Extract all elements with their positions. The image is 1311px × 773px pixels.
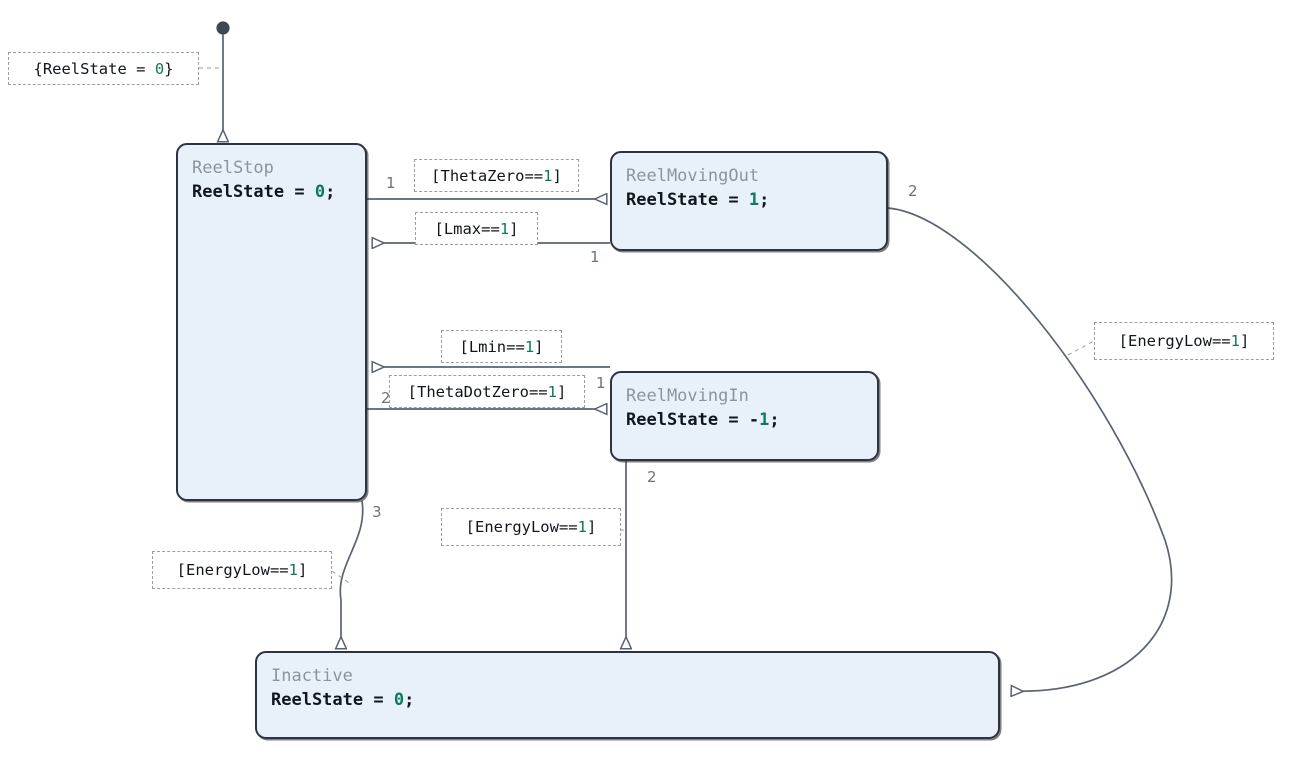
label-out-to-inactive-suffix: ] xyxy=(1239,332,1250,350)
order-stop-to-in: 2 xyxy=(381,389,391,407)
default-transition-junction xyxy=(216,21,230,35)
state-inactive-action-value: 0 xyxy=(393,690,405,710)
out-to-inactive-label-leader xyxy=(1067,340,1095,356)
state-reelmovingout-name: ReelMovingOut xyxy=(626,166,760,186)
label-default-value: 0 xyxy=(154,59,165,78)
label-stop-to-out-prefix: [ThetaZero== xyxy=(431,166,544,185)
label-stop-to-inactive-value: 1 xyxy=(288,561,298,579)
state-reelmovingin-action-suffix: ; xyxy=(769,410,780,430)
state-reelstop-action-prefix: ReelState = xyxy=(192,182,315,202)
label-stop-to-out-value: 1 xyxy=(543,166,553,185)
label-stop-to-in-value: 1 xyxy=(547,382,557,401)
state-reelmovingin[interactable]: ReelMovingIn ReelState = -1; xyxy=(610,371,879,461)
state-reelmovingin-action: ReelState = -1; xyxy=(626,408,863,433)
transition-out-to-inactive-arrow xyxy=(887,207,1173,691)
state-reelstop-action-suffix: ; xyxy=(325,182,336,202)
label-in-to-inactive[interactable]: [EnergyLow==1] xyxy=(441,508,621,546)
label-in-to-stop[interactable]: [Lmin==1] xyxy=(441,330,562,363)
label-in-to-stop-prefix: [Lmin== xyxy=(459,337,525,356)
state-inactive[interactable]: Inactive ReelState = 0; xyxy=(255,651,1000,739)
order-in-to-stop: 1 xyxy=(596,374,606,392)
label-out-to-stop[interactable]: [Lmax==1] xyxy=(415,212,538,245)
state-reelmovingout[interactable]: ReelMovingOut ReelState = 1; xyxy=(610,151,888,251)
state-reelmovingout-action-value: 1 xyxy=(748,190,760,210)
state-reelstop[interactable]: ReelStop ReelState = 0; xyxy=(176,143,367,501)
label-out-to-inactive-prefix: [EnergyLow== xyxy=(1118,332,1231,350)
label-out-to-stop-suffix: ] xyxy=(509,219,519,238)
state-inactive-name: Inactive xyxy=(271,666,353,686)
label-default-suffix: } xyxy=(164,59,174,78)
order-in-to-inactive: 2 xyxy=(647,468,657,486)
label-stop-to-in[interactable]: [ThetaDotZero==1] xyxy=(389,375,585,408)
label-out-to-inactive[interactable]: [EnergyLow==1] xyxy=(1094,322,1274,360)
state-reelmovingout-action-suffix: ; xyxy=(759,190,770,210)
label-stop-to-out[interactable]: [ThetaZero==1] xyxy=(414,159,579,192)
state-reelstop-action-value: 0 xyxy=(314,182,326,202)
label-in-to-stop-suffix: ] xyxy=(534,337,544,356)
order-out-to-stop: 1 xyxy=(590,248,600,266)
label-stop-to-inactive-prefix: [EnergyLow== xyxy=(176,561,289,579)
label-stop-to-out-suffix: ] xyxy=(552,166,562,185)
label-in-to-inactive-value: 1 xyxy=(577,518,587,536)
transition-stop-to-inactive-arrow xyxy=(340,500,364,648)
label-in-to-inactive-suffix: ] xyxy=(586,518,597,536)
state-reelmovingin-action-prefix: ReelState = - xyxy=(626,410,760,430)
state-reelmovingin-name: ReelMovingIn xyxy=(626,386,749,406)
state-inactive-action-prefix: ReelState = xyxy=(271,690,394,710)
label-default-transition[interactable]: {ReelState = 0} xyxy=(8,52,199,85)
label-stop-to-inactive-suffix: ] xyxy=(297,561,308,579)
order-stop-to-inactive: 3 xyxy=(372,503,382,521)
label-in-to-stop-value: 1 xyxy=(524,337,535,356)
order-out-to-inactive: 2 xyxy=(908,182,918,200)
state-reelmovingout-action: ReelState = 1; xyxy=(626,188,872,213)
state-reelmovingin-action-value: 1 xyxy=(759,410,770,430)
state-reelstop-name: ReelStop xyxy=(192,158,274,178)
label-out-to-stop-prefix: [Lmax== xyxy=(434,219,500,238)
label-stop-to-in-suffix: ] xyxy=(556,382,567,401)
state-reelmovingout-action-prefix: ReelState = xyxy=(626,190,749,210)
label-stop-to-inactive[interactable]: [EnergyLow==1] xyxy=(152,551,332,589)
state-inactive-action-suffix: ; xyxy=(404,690,415,710)
order-stop-to-out: 1 xyxy=(386,174,396,192)
label-default-prefix: {ReelState = xyxy=(33,59,155,78)
label-stop-to-in-prefix: [ThetaDotZero== xyxy=(407,382,548,401)
state-reelstop-action: ReelState = 0; xyxy=(192,180,351,205)
state-inactive-action: ReelState = 0; xyxy=(271,688,984,713)
label-out-to-stop-value: 1 xyxy=(499,219,510,238)
label-out-to-inactive-value: 1 xyxy=(1230,332,1240,350)
label-in-to-inactive-prefix: [EnergyLow== xyxy=(465,518,578,536)
